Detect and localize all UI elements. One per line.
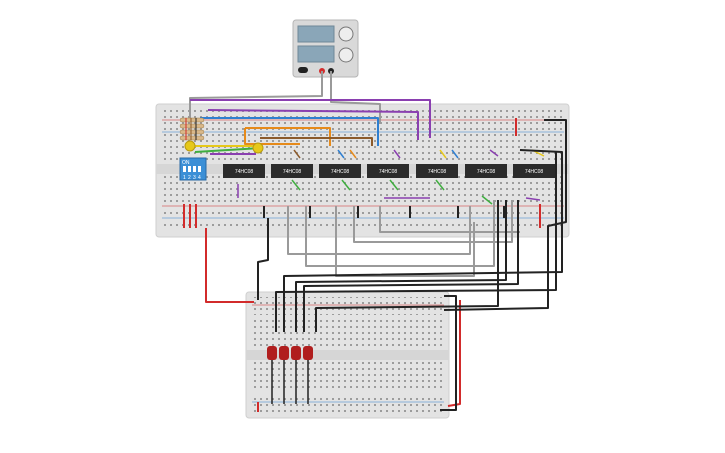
- pushbutton: [252, 142, 264, 154]
- chip-label: 74HC08: [283, 169, 302, 175]
- dip-position-2: 2: [188, 175, 191, 181]
- power-switch: [298, 67, 308, 73]
- current-knob: [338, 47, 354, 63]
- leds[interactable]: [267, 346, 313, 360]
- chip-u4[interactable]: 74HC08: [367, 164, 409, 178]
- chip-label: 74HC08: [235, 169, 254, 175]
- chip-u1[interactable]: 74HC08: [223, 164, 265, 178]
- chip-u5[interactable]: 74HC08: [416, 164, 458, 178]
- resistors[interactable]: [179, 117, 205, 141]
- push-buttons[interactable]: [184, 140, 264, 154]
- led: [291, 346, 301, 360]
- chip-u6[interactable]: 74HC08: [465, 164, 507, 178]
- chip-label: 74HC08: [525, 169, 544, 175]
- pushbutton: [184, 140, 196, 152]
- resistor: [179, 135, 205, 141]
- led: [267, 346, 277, 360]
- chip-label: 74HC08: [477, 169, 496, 175]
- chip-label: 74HC08: [331, 169, 350, 175]
- chip-label: 74HC08: [379, 169, 398, 175]
- resistor: [179, 129, 205, 135]
- dip-switch[interactable]: ON 1 2 3 4: [179, 157, 207, 181]
- dip-toggle: [183, 166, 186, 172]
- dip-position-1: 1: [183, 175, 186, 181]
- chip-label: 74HC08: [428, 169, 447, 175]
- wires: [183, 71, 567, 412]
- dip-position-4: 4: [198, 175, 201, 181]
- voltage-knob: [338, 26, 354, 42]
- chip-u2[interactable]: 74HC08: [271, 164, 313, 178]
- resistor: [179, 117, 205, 123]
- resistor: [179, 123, 205, 129]
- power-supply[interactable]: [292, 19, 359, 78]
- logic-chips[interactable]: 74HC08 74HC08 74HC08 74HC08 74HC08 74HC0…: [223, 164, 555, 178]
- dip-position-3: 3: [193, 175, 196, 181]
- led: [279, 346, 289, 360]
- dip-switch-label: ON: [182, 160, 190, 166]
- dip-toggle: [188, 166, 191, 172]
- dip-toggle: [198, 166, 201, 172]
- chip-u3[interactable]: 74HC08: [319, 164, 361, 178]
- voltage-display: [297, 25, 335, 43]
- current-display: [297, 45, 335, 63]
- chip-u7[interactable]: 74HC08: [513, 164, 555, 178]
- led: [303, 346, 313, 360]
- dip-toggle: [193, 166, 196, 172]
- main-breadboard[interactable]: [155, 103, 570, 238]
